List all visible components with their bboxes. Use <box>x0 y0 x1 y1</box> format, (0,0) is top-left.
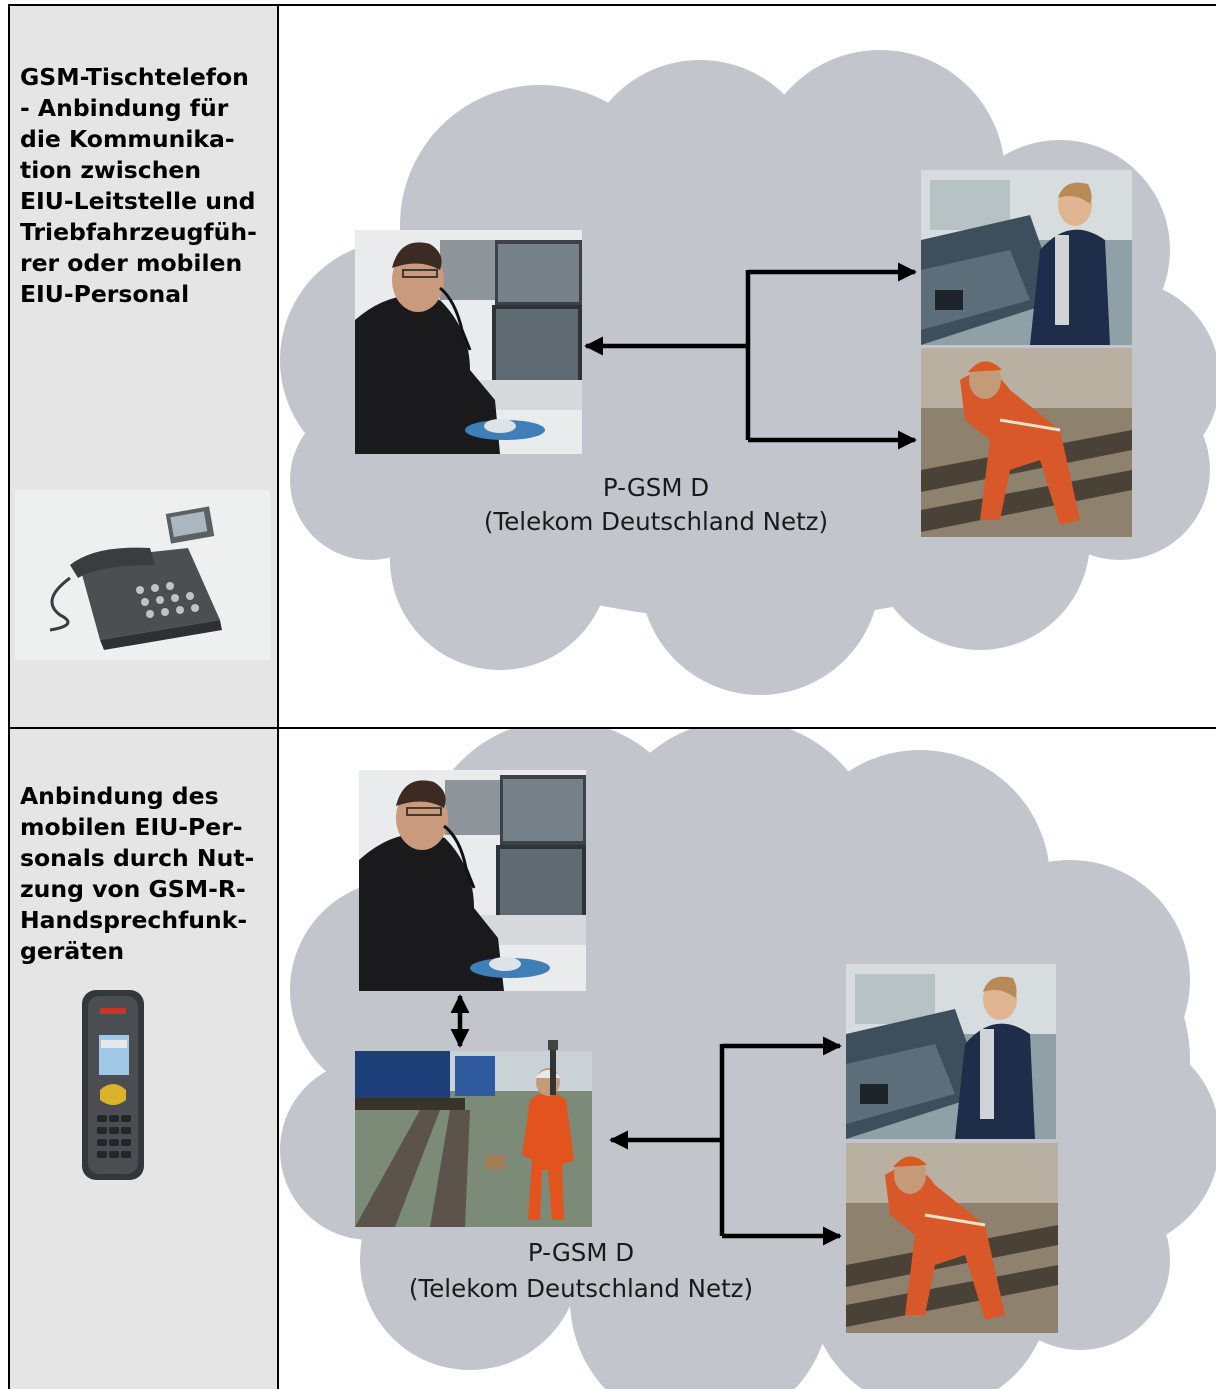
table-row-divider <box>8 727 1216 729</box>
row1-connection-arrows <box>584 262 917 450</box>
row2-heading-line: Handsprechfunk- <box>20 906 248 934</box>
row1-heading-line: EIU-Personal <box>20 280 190 308</box>
train-driver-photo-icon <box>921 170 1132 345</box>
row1-heading-line: Triebfahrzeugfüh- <box>20 218 257 246</box>
row2-heading-line: mobilen EIU-Per- <box>20 813 243 841</box>
gsm-r-handheld-photo <box>82 990 144 1180</box>
desk-phone-photo <box>15 490 270 660</box>
row2-heading-line: Anbindung des <box>20 782 219 810</box>
row2-heading-line: sonals durch Nut- <box>20 844 255 872</box>
row1-heading-line: rer oder mobilen <box>20 249 243 277</box>
dispatcher-photo-icon <box>359 770 586 991</box>
dispatcher-photo-icon <box>355 230 582 454</box>
train-driver-photo-icon <box>846 964 1056 1139</box>
row1-heading-line: GSM-Tischtelefon <box>20 63 249 91</box>
track-worker-photo-icon <box>921 348 1132 537</box>
row1-heading: GSM-Tischtelefon - Anbindung für die Kom… <box>20 62 275 310</box>
row1-heading-line: die Kommunika- <box>20 125 235 153</box>
row2-heading: Anbindung des mobilen EIU-Per- sonals du… <box>20 781 275 967</box>
row1-network-operator: (Telekom Deutschland Netz) <box>484 507 828 536</box>
row2-connection-arrows <box>450 994 842 1246</box>
row1-heading-line: - Anbindung für <box>20 94 229 122</box>
table-top-border <box>8 4 1216 6</box>
row1-heading-line: tion zwischen <box>20 156 202 184</box>
row1-heading-line: EIU-Leitstelle und <box>20 187 256 215</box>
table-column-divider <box>277 4 279 1389</box>
row2-heading-line: geräten <box>20 937 125 965</box>
shunter-photo-icon <box>355 1040 592 1227</box>
row2-heading-line: zung von GSM-R- <box>20 875 246 903</box>
row2-network-label: P-GSM D <box>528 1238 634 1267</box>
row2-network-operator: (Telekom Deutschland Netz) <box>409 1274 753 1303</box>
row1-network-label: P-GSM D <box>603 473 709 502</box>
track-worker-photo-icon <box>846 1143 1058 1333</box>
table-left-border <box>8 4 10 1389</box>
